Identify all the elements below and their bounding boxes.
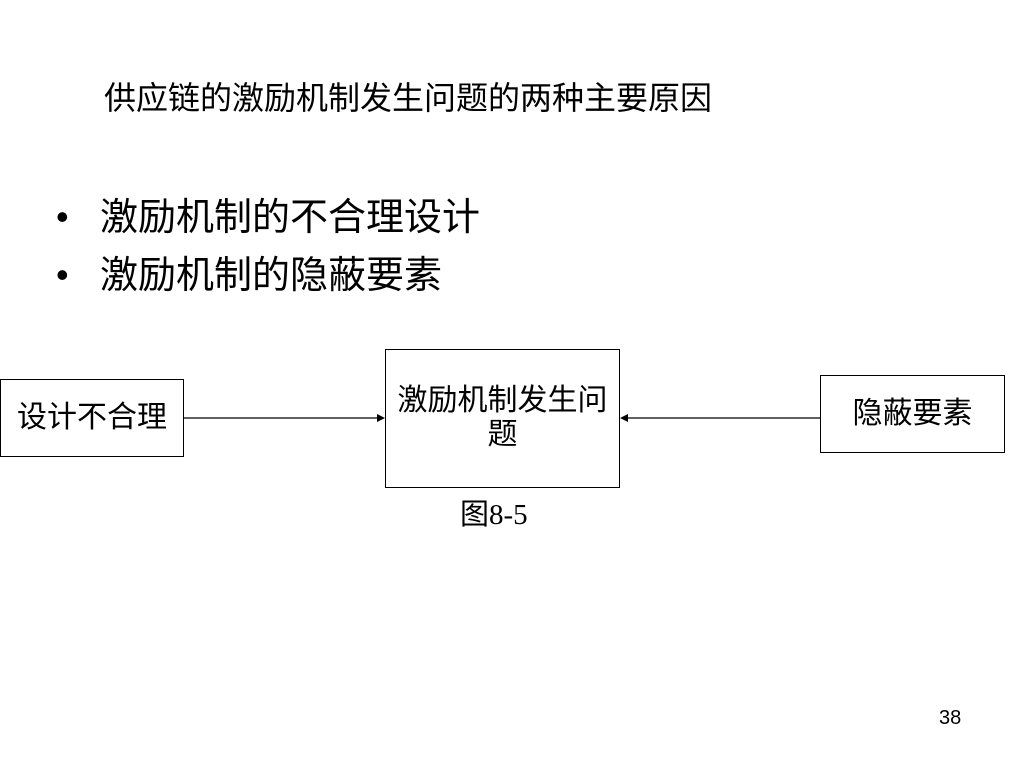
diagram-box-label: 激励机制发生问题 — [397, 383, 608, 452]
slide-title: 供应链的激励机制发生问题的两种主要原因 — [104, 79, 713, 117]
diagram-box-label: 设计不合理 — [17, 400, 167, 435]
left-arrow — [184, 414, 385, 422]
bullet-item: • 激励机制的隐蔽要素 — [56, 246, 480, 304]
right-arrow — [620, 414, 820, 422]
bullet-text: 激励机制的隐蔽要素 — [100, 253, 443, 297]
bullet-item: • 激励机制的不合理设计 — [56, 188, 480, 246]
diagram-box-label: 隐蔽要素 — [852, 396, 973, 431]
bullet-list: • 激励机制的不合理设计 • 激励机制的隐蔽要素 — [56, 188, 480, 304]
diagram-box-hidden-factors: 隐蔽要素 — [820, 375, 1005, 453]
figure-caption: 图8-5 — [460, 499, 528, 531]
bullet-dot-icon: • — [56, 254, 69, 295]
diagram-box-incentive-problem: 激励机制发生问题 — [385, 349, 620, 488]
diagram-box-unreasonable-design: 设计不合理 — [0, 379, 184, 457]
page-number: 38 — [939, 707, 962, 729]
bullet-dot-icon: • — [56, 196, 69, 237]
bullet-text: 激励机制的不合理设计 — [100, 195, 481, 239]
